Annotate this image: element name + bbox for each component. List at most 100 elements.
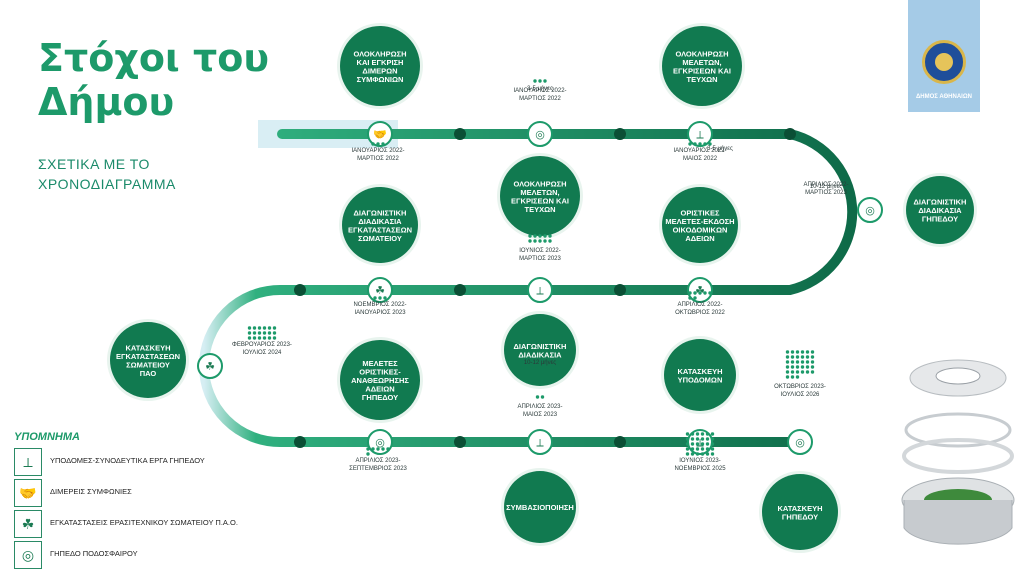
duration-dot <box>790 375 795 379</box>
duration-dot <box>685 452 690 456</box>
duration-dot <box>262 326 267 330</box>
crane-icon: ⟂ <box>696 128 704 141</box>
goal-label: ΣΥΜΒΑΣΙΟΠΟΙΗΣΗ <box>506 503 574 512</box>
milestone-node <box>527 277 553 303</box>
milestone-node <box>687 277 713 303</box>
duration-dot <box>257 336 262 340</box>
track-dot <box>294 436 306 448</box>
milestone-date: ΑΠΡΙΛΙΟΣ 2023- <box>355 458 400 464</box>
duration-dot <box>790 355 795 359</box>
duration-dot <box>795 355 800 359</box>
duration-dot <box>695 437 700 441</box>
legend-label: ΥΠΟΔΟΜΕΣ-ΣΥΝΟΔΕΥΤΙΚΑ ΕΡΓΑ ΓΗΠΕΔΟΥ <box>50 456 205 465</box>
duration-dot <box>805 350 810 354</box>
goal-bubble <box>110 322 186 398</box>
duration-dot <box>272 336 277 340</box>
handshake-icon: 🤝 <box>373 128 387 141</box>
duration-dot <box>383 296 387 300</box>
goal-label: ΑΝΑΘΕΩΡΗΣΗΣ <box>351 376 409 385</box>
duration-dot <box>376 142 380 146</box>
duration-dot <box>698 142 702 146</box>
duration-dot <box>257 331 262 335</box>
duration-dot <box>548 234 552 238</box>
duration-dot <box>800 370 805 374</box>
milestone-date: ΜΑΡΤΙΟΣ 2023 <box>805 190 847 196</box>
goal-label: ΕΓΚΑΤΑΣΤΑΣΕΩΝ <box>116 352 180 361</box>
duration-dot <box>538 79 542 83</box>
milestone-node <box>367 277 393 303</box>
handshake-icon: 🤝 <box>14 479 42 507</box>
duration-dot <box>381 447 385 451</box>
milestone-date: ΜΑΡΤΙΟΣ 2022 <box>357 156 399 162</box>
duration-dot <box>695 432 700 436</box>
goal-label: ΟΡΙΣΤΙΚΕΣ <box>680 208 720 217</box>
legend-title: ΥΠΟΜΝΗΜΑ <box>14 431 80 443</box>
stadium-icon: ◎ <box>865 204 875 217</box>
duration-dot <box>381 142 385 146</box>
milestone-node <box>527 121 553 147</box>
duration-dot <box>805 370 810 374</box>
timeline-track <box>199 129 858 447</box>
track-dot <box>784 128 796 140</box>
duration-dot <box>252 336 257 340</box>
goal-bubble <box>340 340 420 420</box>
duration-dot <box>688 142 692 146</box>
shamrock-icon: ☘ <box>375 284 385 297</box>
logo-text: ΔΗΜΟΣ ΑΘΗΝΑΙΩΝ <box>915 94 972 100</box>
duration-dot <box>533 79 537 83</box>
duration-dot <box>247 326 252 330</box>
duration-dot <box>695 452 700 456</box>
goal-label: ΣΩΜΑΤΕΙΟΥ <box>126 360 170 369</box>
duration-dot <box>800 355 805 359</box>
goal-label: ΣΥΜΦΩΝΙΩΝ <box>357 75 404 84</box>
duration-label: 3-5 μήνες <box>707 145 733 152</box>
duration-dot <box>366 452 370 456</box>
duration-dot <box>272 326 277 330</box>
duration-dot <box>688 291 692 295</box>
milestone-date: ΙΑΝΟΥΑΡΙΟΣ 2022- <box>351 148 404 154</box>
legend-label: ΕΓΚΑΤΑΣΤΑΣΕΙΣ ΕΡΑΣΙΤΕΧΝΙΚΟΥ ΣΩΜΑΤΕΙΟΥ Π.… <box>50 518 238 527</box>
duration-dot <box>790 365 795 369</box>
duration-dot <box>785 375 790 379</box>
milestone-date: ΜΑΡΤΙΟΣ 2023 <box>519 256 561 262</box>
goal-label: ΚΑΤΑΣΚΕΥΗ <box>126 343 171 352</box>
goal-label: ΜΕΛΕΤΕΣ <box>362 359 398 368</box>
goal-label: ΟΡΙΣΤΙΚΕΣ- <box>359 368 401 377</box>
municipality-logo: ΔΗΜΟΣ ΑΘΗΝΑΙΩΝ <box>908 0 980 112</box>
duration-dot <box>693 142 697 146</box>
goal-label: ΠΑΟ <box>140 369 157 378</box>
duration-dot <box>267 336 272 340</box>
duration-dot <box>262 331 267 335</box>
duration-dot <box>695 442 700 446</box>
duration-dot <box>795 375 800 379</box>
duration-label: 10-12 μήνες <box>524 359 556 366</box>
goal-label: ΓΗΠΕΔΟΥ <box>362 393 398 402</box>
duration-dot <box>705 442 710 446</box>
goal-label: ΕΓΚΡΙΣΕΩΝ ΚΑΙ <box>511 196 569 205</box>
duration-dot <box>272 331 277 335</box>
duration-dot <box>705 447 710 451</box>
duration-dot <box>535 395 540 399</box>
duration-dot <box>700 432 705 436</box>
duration-dot <box>695 447 700 451</box>
goal-label: ΚΑΤΑΣΚΕΥΗ <box>778 504 823 513</box>
duration-dot <box>790 360 795 364</box>
goal-bubble <box>500 156 580 236</box>
duration-dot <box>703 142 707 146</box>
duration-dot <box>805 360 810 364</box>
duration-dot <box>690 432 695 436</box>
goal-label: ΜΕΛΕΤΩΝ, <box>682 58 721 67</box>
duration-label: 3-5 μήνες <box>527 85 553 92</box>
duration-dot <box>800 360 805 364</box>
goal-label: ΔΙΑΔΙΚΑΣΙΑ <box>358 217 402 226</box>
milestone-date: ΑΠΡΙΛΙΟΣ 2023- <box>517 404 562 410</box>
duration-dot <box>700 447 705 451</box>
goal-label: ΜΕΛΕΤΩΝ, <box>520 188 559 197</box>
stadium-illustration <box>901 359 1015 545</box>
duration-dot <box>795 360 800 364</box>
goal-bubble <box>664 339 736 411</box>
goal-bubble <box>504 314 576 386</box>
stadium-icon: ◎ <box>535 128 545 141</box>
duration-dot <box>693 296 697 300</box>
